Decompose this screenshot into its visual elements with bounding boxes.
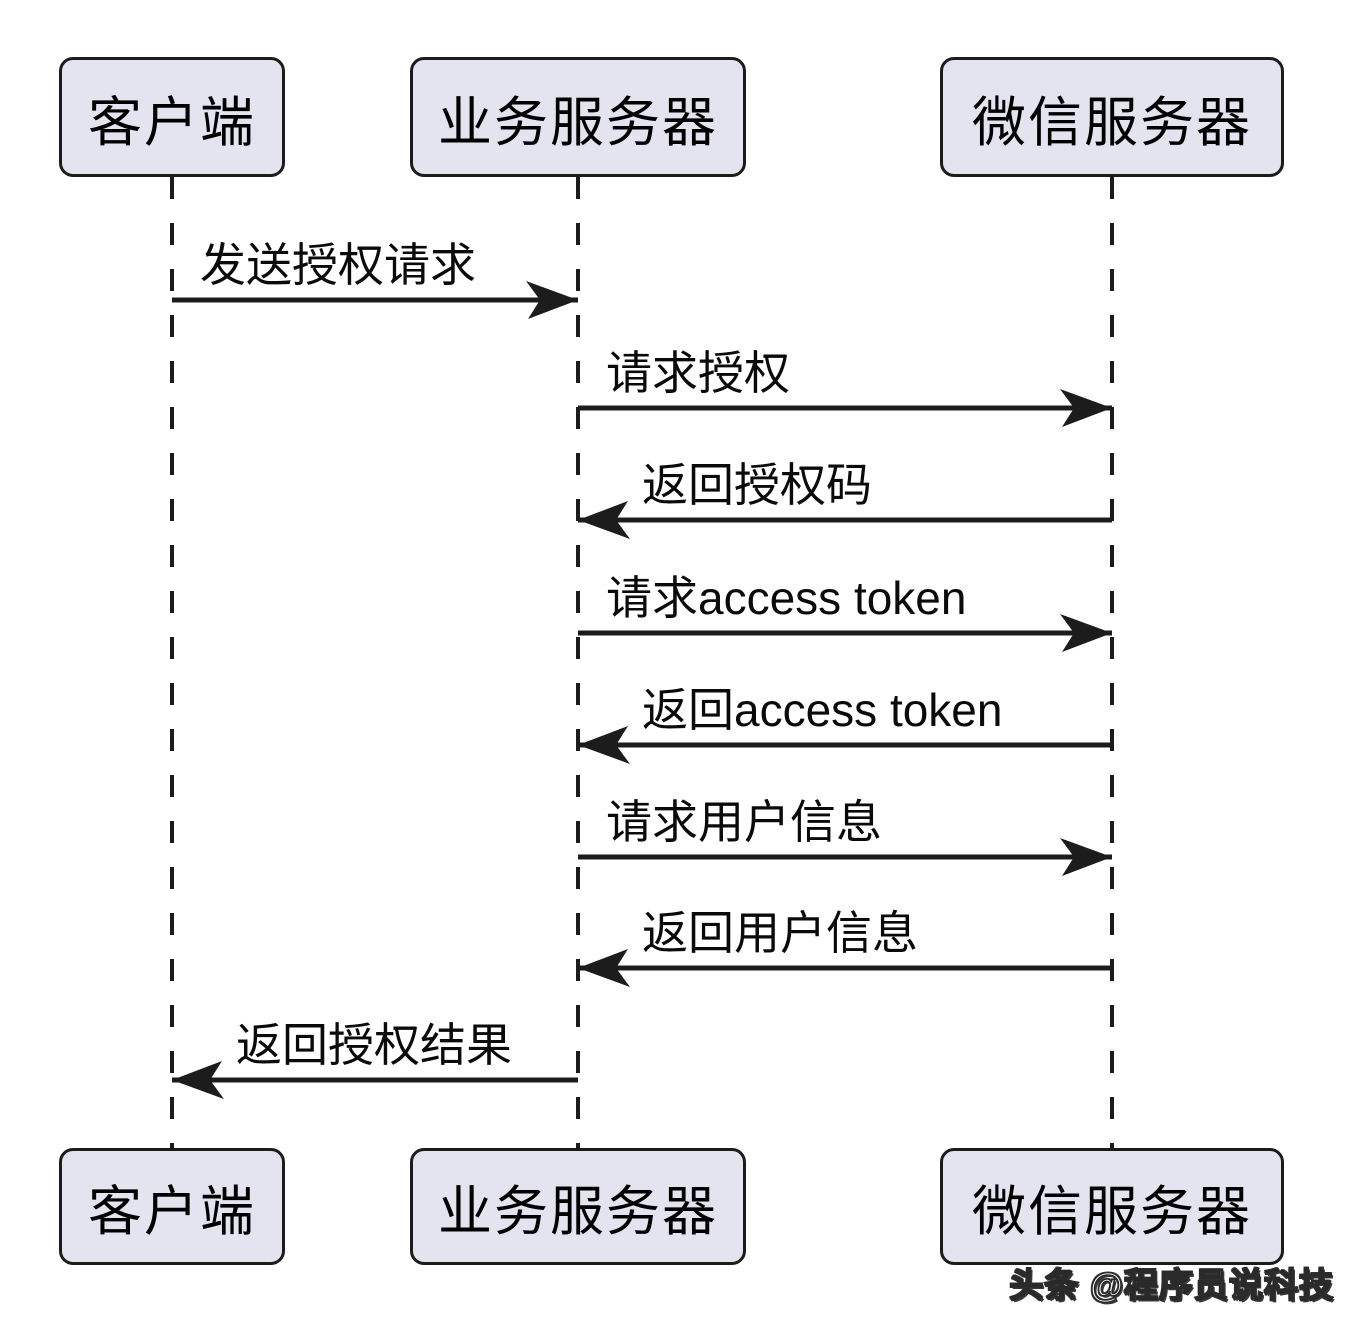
message-label-2: 请求授权 [606, 347, 790, 399]
message-label-7: 返回用户信息 [642, 907, 918, 959]
actor-label-client-bottom: 客户端 [88, 1182, 256, 1242]
message-label-4: 请求access token [606, 572, 967, 624]
message-label-1: 发送授权请求 [200, 239, 476, 291]
lifelines [170, 177, 1114, 1148]
actor-box-client-bottom: 客户端 [59, 1148, 285, 1265]
actor-label-client-top: 客户端 [88, 92, 256, 153]
actor-label-business-server-top: 业务服务器 [438, 92, 718, 153]
actor-label-wechat-server-bottom: 微信服务器 [972, 1182, 1252, 1242]
actor-box-business-server-top: 业务服务器 [410, 57, 746, 177]
watermark: 头条 @程序员说科技 [1009, 1266, 1334, 1306]
message-label-6: 请求用户信息 [606, 796, 882, 848]
actor-box-client-top: 客户端 [59, 57, 285, 177]
actor-label-wechat-server-top: 微信服务器 [972, 92, 1252, 153]
message-arrows [172, 281, 1112, 1099]
message-label-3: 返回授权码 [642, 459, 872, 511]
actor-box-wechat-server-bottom: 微信服务器 [940, 1148, 1284, 1265]
actor-label-business-server-bottom: 业务服务器 [438, 1182, 718, 1242]
actor-box-business-server-bottom: 业务服务器 [410, 1148, 746, 1265]
message-label-5: 返回access token [642, 684, 1003, 736]
actor-box-wechat-server-top: 微信服务器 [940, 57, 1284, 177]
message-label-8: 返回授权结果 [236, 1019, 512, 1071]
